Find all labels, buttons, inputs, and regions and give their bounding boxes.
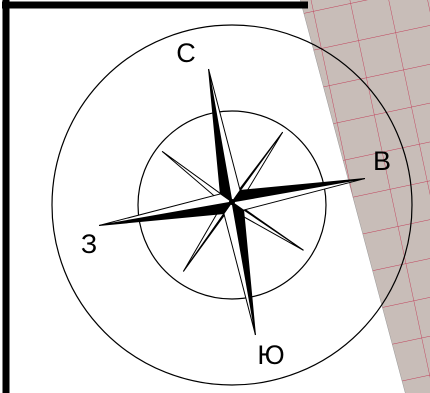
label-south: Ю: [257, 340, 284, 370]
label-east: В: [373, 146, 391, 176]
label-west: З: [81, 229, 97, 259]
label-north: С: [176, 38, 196, 68]
